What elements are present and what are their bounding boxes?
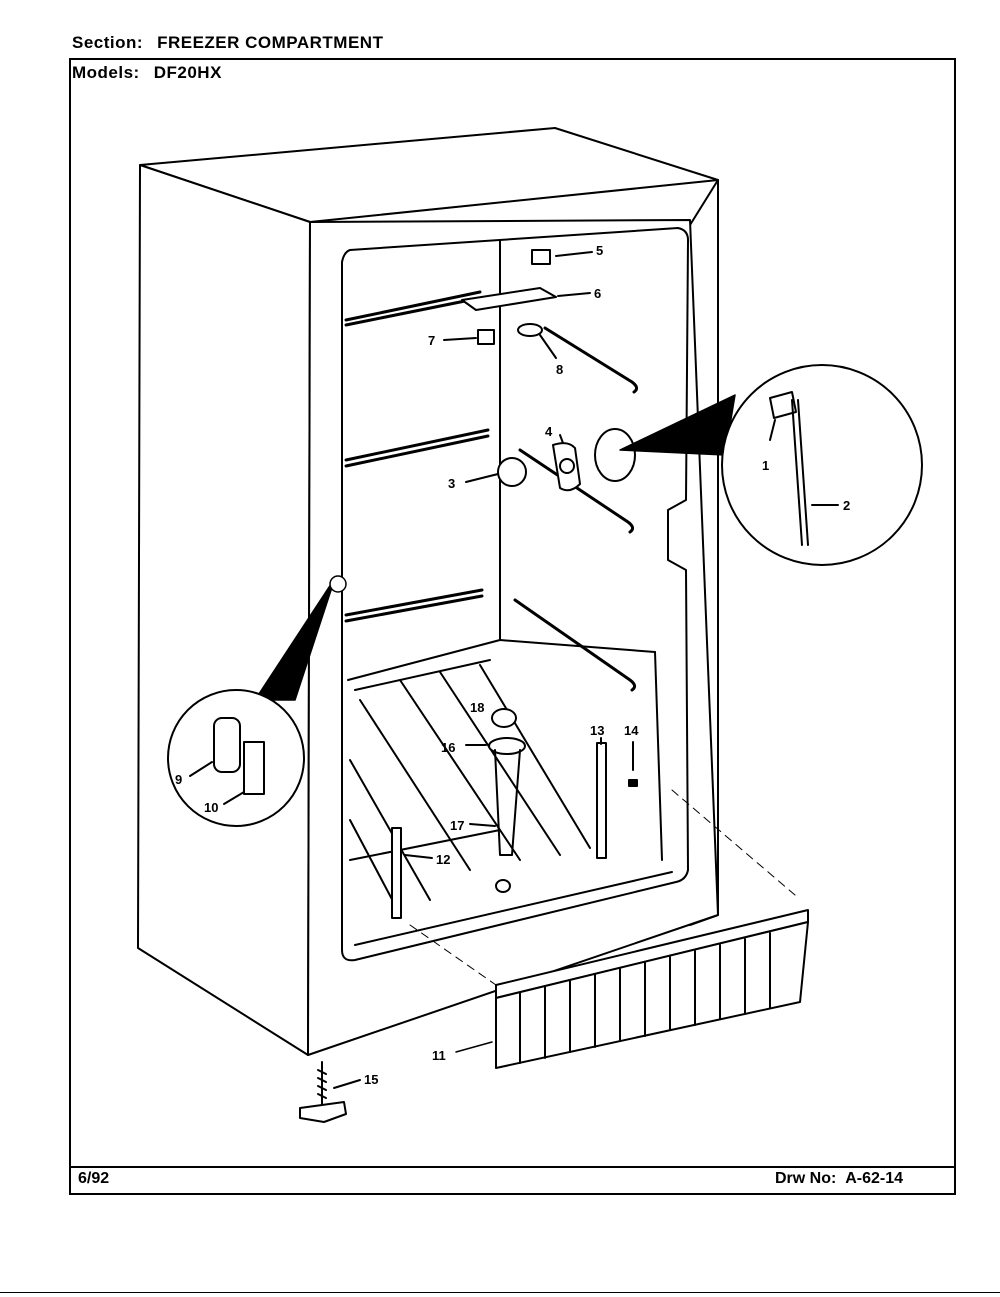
part-3-4-thermostat: [465, 428, 636, 492]
callout-15: 15: [364, 1072, 378, 1087]
part-6-bracket: [461, 287, 591, 311]
section-label: Section:: [72, 33, 144, 52]
callout-10: 10: [204, 800, 218, 815]
part-15-leveling-leg: [299, 1061, 361, 1123]
callout-4: 4: [545, 424, 553, 439]
part-12-13-14-supports: [391, 737, 638, 919]
callout-12: 12: [436, 852, 450, 867]
callout-16: 16: [441, 740, 455, 755]
drawing-number: A-62-14: [845, 1170, 904, 1187]
shelf-rails: [344, 290, 639, 692]
callout-labels: 1 2 3 4 5 6 7 8 9 10 11 12 13 14 15 16 1…: [175, 243, 850, 1087]
callout-18: 18: [470, 700, 484, 715]
callout-8: 8: [556, 362, 563, 377]
models-value: DF20HX: [153, 63, 222, 82]
part-11-grille: [409, 789, 809, 1069]
part-5-clip: [531, 249, 593, 265]
footer-drawing-number: Drw No: A-62-14: [775, 1170, 903, 1188]
callout-1: 1: [762, 458, 769, 473]
callout-14: 14: [624, 723, 639, 738]
callout-13: 13: [590, 723, 604, 738]
section-header: Section: FREEZER COMPARTMENT: [72, 33, 383, 53]
models-label: Models:: [72, 63, 140, 82]
part-7-8-hardware: [443, 323, 557, 359]
drawing-label: Drw No:: [775, 1170, 837, 1187]
callout-3: 3: [448, 476, 455, 491]
detail-bubble-latch: [167, 689, 305, 827]
footer-date: 6/92: [78, 1170, 110, 1187]
part-16-17-18-drain: [465, 708, 526, 893]
callout-5: 5: [596, 243, 603, 258]
section-value: FREEZER COMPARTMENT: [157, 33, 384, 52]
callout-7: 7: [428, 333, 435, 348]
callout-11: 11: [432, 1048, 446, 1063]
callout-17: 17: [450, 818, 464, 833]
detail-bubble-thermostat-wire: [721, 364, 923, 566]
footer-divider: [69, 1166, 956, 1168]
callout-2: 2: [843, 498, 850, 513]
floor-wire-rack: [349, 659, 591, 906]
detail-leaders: [254, 394, 736, 701]
callout-6: 6: [594, 286, 601, 301]
drawing-frame: [69, 58, 956, 1195]
callout-9: 9: [175, 772, 182, 787]
models-header: Models: DF20HX: [72, 63, 222, 83]
page-bottom-rule: [0, 1292, 1000, 1293]
freezer-cabinet: [137, 127, 719, 1056]
